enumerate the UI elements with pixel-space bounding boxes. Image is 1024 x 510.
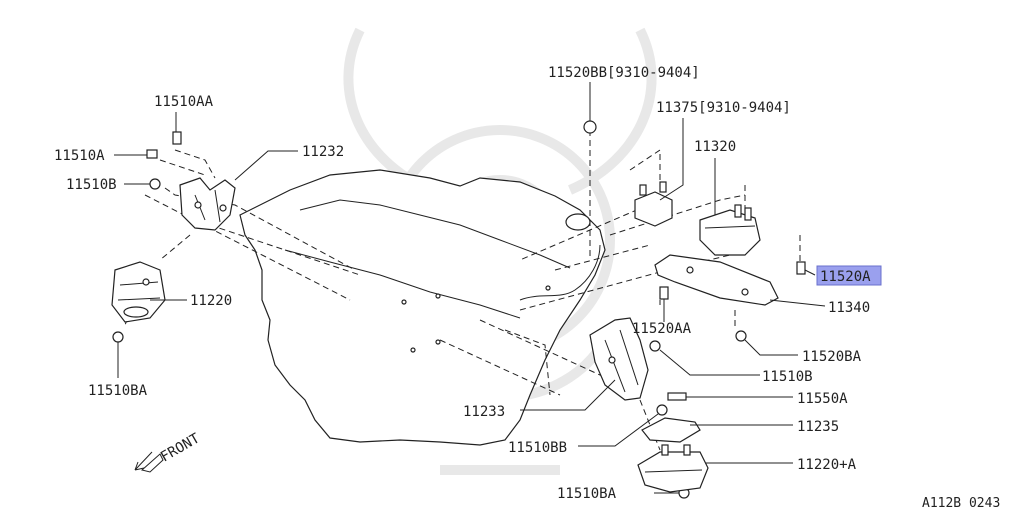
crossmember-11340	[654, 254, 779, 306]
nut-11520BB	[583, 120, 597, 134]
label-11510BA-left[interactable]: 11510BA	[88, 383, 148, 399]
bolt-11520A	[796, 261, 806, 275]
transmission-mount-11320	[699, 204, 761, 256]
front-label: FRONT	[158, 430, 203, 465]
label-11510BA-bottom[interactable]: 11510BA	[557, 486, 617, 502]
label-11340[interactable]: 11340	[828, 300, 870, 316]
label-11520AA[interactable]: 11520AA	[632, 321, 692, 337]
bolt-11520AA	[659, 286, 669, 300]
nut-11510B-right	[649, 340, 661, 352]
label-11520BA[interactable]: 11520BA	[802, 349, 862, 365]
nut-11510BB	[656, 404, 668, 416]
engine-mount-bracket-11232	[179, 177, 236, 231]
label-11233[interactable]: 11233	[463, 404, 505, 420]
nut-11520BA	[735, 330, 747, 342]
engine-mount-cushion-11220	[111, 261, 166, 323]
plate-11235	[641, 417, 701, 443]
highlight-box-11520A	[816, 265, 882, 286]
label-11510BB[interactable]: 11510BB	[508, 440, 567, 456]
engine-boss	[565, 213, 591, 231]
leader-lines	[114, 82, 826, 494]
label-11220A[interactable]: 11220+A	[797, 457, 857, 473]
label-11510AA[interactable]: 11510AA	[154, 94, 214, 110]
engine-mount-cushion-11220A	[637, 444, 709, 493]
label-11520A[interactable]: 11520A	[820, 269, 871, 285]
part-labels: 11510AA 11510A 11510B 11232 11220 11510B…	[54, 65, 1000, 510]
label-11220[interactable]: 11220	[190, 293, 232, 309]
engine-block	[239, 169, 606, 446]
label-11320[interactable]: 11320	[694, 139, 736, 155]
label-11375[interactable]: 11375[9310-9404]	[656, 100, 791, 116]
label-11510B-left[interactable]: 11510B	[66, 177, 117, 193]
nut-11510B-left	[149, 178, 161, 190]
label-11520BB[interactable]: 11520BB[9310-9404]	[548, 65, 700, 81]
nut-11510BA-left	[112, 331, 124, 343]
bolt-11510AA	[172, 131, 182, 145]
label-11232[interactable]: 11232	[302, 144, 344, 160]
label-11235[interactable]: 11235	[797, 419, 839, 435]
label-11510A-left[interactable]: 11510A	[54, 148, 105, 164]
front-arrow-icon	[134, 451, 164, 473]
engine-mount-bracket-11233	[589, 317, 649, 401]
label-11510B-right[interactable]: 11510B	[762, 369, 813, 385]
bolt-11510A-left	[146, 149, 158, 159]
fasteners	[112, 120, 806, 499]
figure-code: A112B 0243	[922, 496, 1000, 510]
stopper-11375	[634, 181, 673, 227]
label-11550A[interactable]: 11550A	[797, 391, 848, 407]
bolt-11550A	[667, 392, 687, 401]
